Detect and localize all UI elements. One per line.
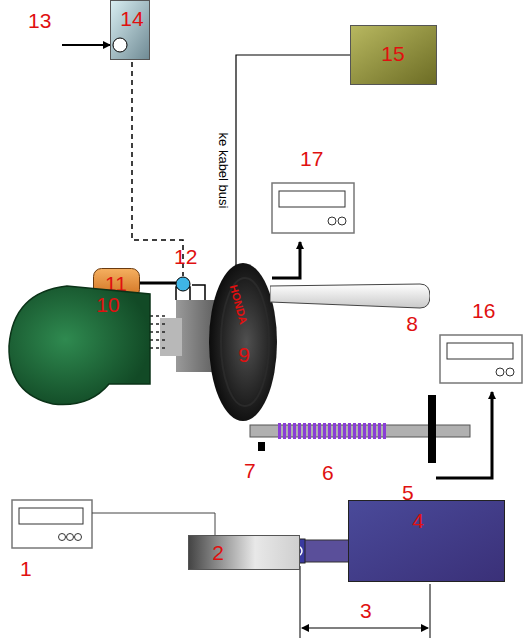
callout-number: 9 — [238, 344, 250, 365]
edge-label: ke kabel busi — [217, 132, 230, 210]
bearing-7 — [258, 442, 265, 451]
callout-number: 1 — [20, 558, 32, 579]
dynamometer-cylinder: 2 — [188, 535, 300, 570]
fuel-inlet-arrow — [62, 44, 110, 46]
dimension-line — [430, 584, 431, 638]
callout-number: 3 — [360, 600, 372, 621]
callout-number: 8 — [406, 313, 418, 334]
callout-number: 14 — [120, 8, 143, 29]
motor-box-outline — [348, 500, 505, 582]
meter-17 — [272, 183, 354, 233]
coupling-shaft — [300, 540, 350, 562]
brake-arm-outline — [270, 282, 430, 310]
callout-number: 6 — [322, 462, 334, 483]
disc-5 — [428, 395, 436, 463]
signal-17 — [272, 242, 300, 278]
callout-number: 5 — [402, 482, 414, 503]
callout-number: 13 — [28, 10, 51, 31]
callout-number: 4 — [412, 510, 424, 531]
dimension-arrow — [302, 627, 428, 628]
callout-number: 2 — [212, 542, 224, 563]
spark-plug-cable — [236, 55, 350, 266]
callout-number: 15 — [381, 43, 404, 64]
callout-number: 17 — [300, 148, 323, 169]
callout-number: 16 — [472, 300, 495, 321]
valve-pipe — [192, 285, 205, 300]
fuel-line — [132, 62, 183, 276]
dynamometer-cylinder-outline — [188, 535, 300, 570]
blower: 10 — [5, 280, 155, 410]
coil-6 — [278, 423, 386, 439]
blower-outline — [5, 280, 155, 410]
meter-16 — [440, 335, 522, 383]
sensor-link — [140, 282, 176, 285]
engine-outline — [208, 262, 280, 422]
valve-12 — [176, 277, 190, 291]
engine: HONDA9 — [208, 262, 280, 422]
meter-wire — [92, 513, 215, 535]
brake-arm: 8 — [270, 282, 430, 310]
ignition-unit: 15 — [350, 25, 437, 85]
motor-box: 4 — [348, 500, 505, 582]
fuel-tank: 14 — [110, 0, 150, 60]
callout-number: 10 — [96, 294, 119, 315]
dimension-line — [300, 566, 301, 638]
meter-1 — [12, 500, 92, 548]
callout-number: 7 — [244, 460, 256, 481]
callout-number: 12 — [174, 246, 197, 267]
